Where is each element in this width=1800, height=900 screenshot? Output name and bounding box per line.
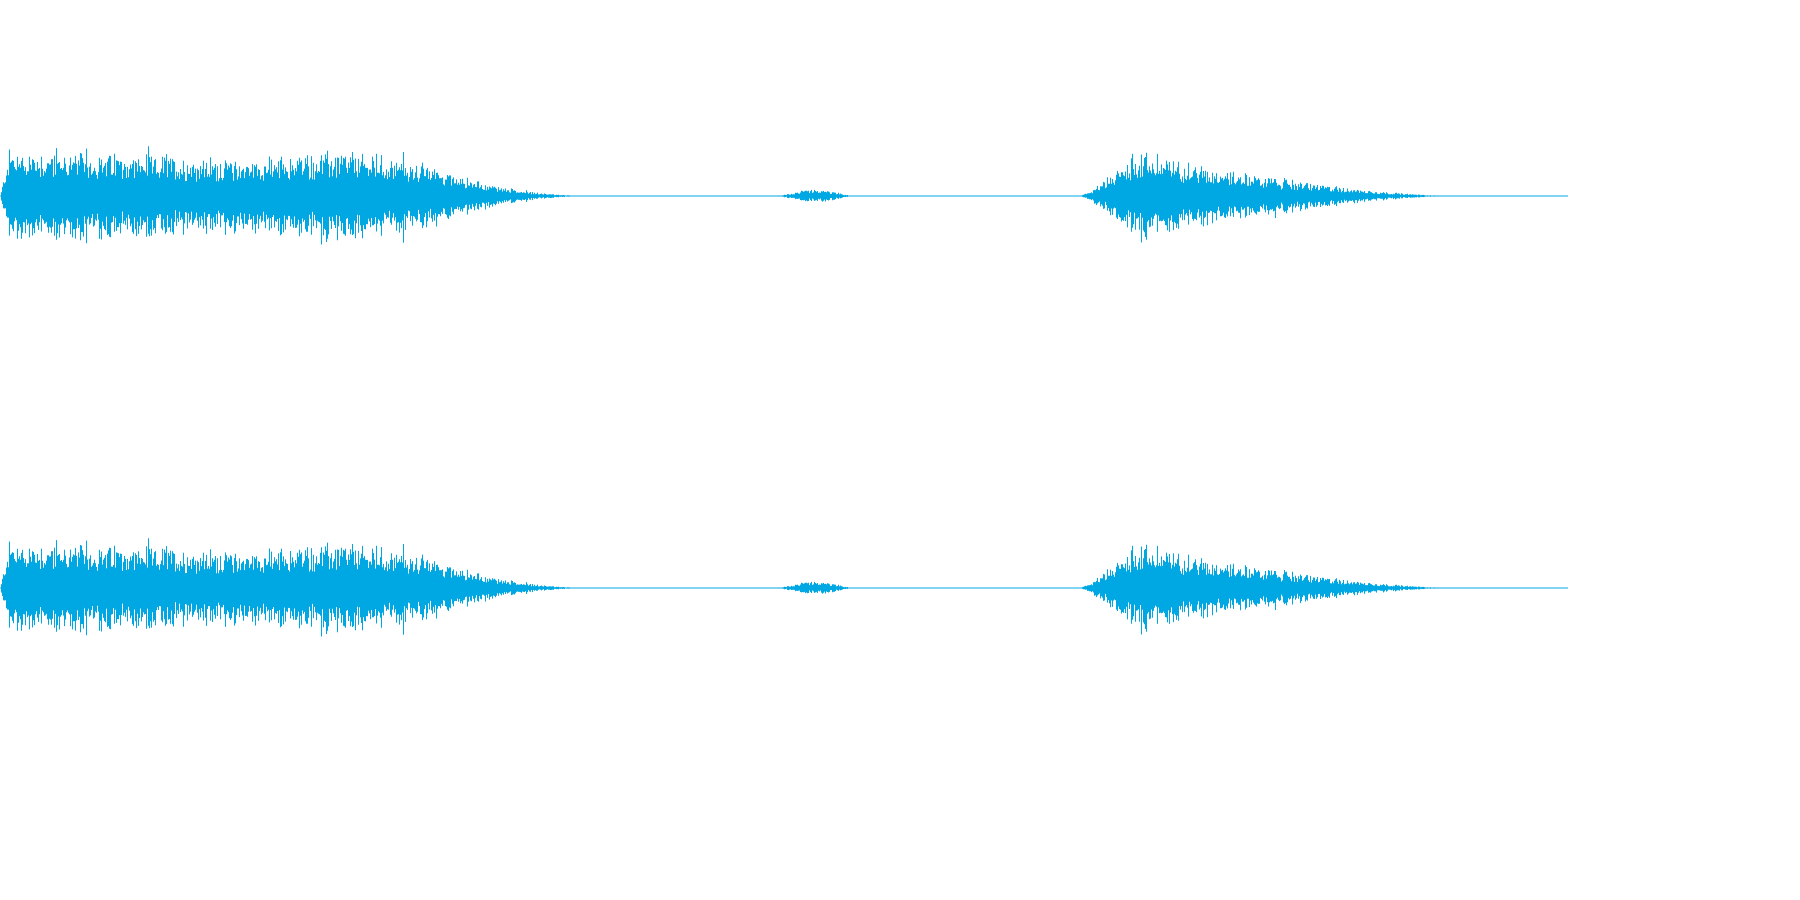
channel-left <box>0 146 1568 245</box>
waveform-segment-3 <box>1080 544 1452 635</box>
waveform-segment-1 <box>1 538 582 637</box>
waveform-segment-2 <box>780 189 851 202</box>
waveform-segment-3 <box>1080 152 1452 243</box>
channel-right <box>0 538 1568 637</box>
waveform-segment-2 <box>780 581 851 594</box>
waveform-segment-1 <box>1 146 582 245</box>
